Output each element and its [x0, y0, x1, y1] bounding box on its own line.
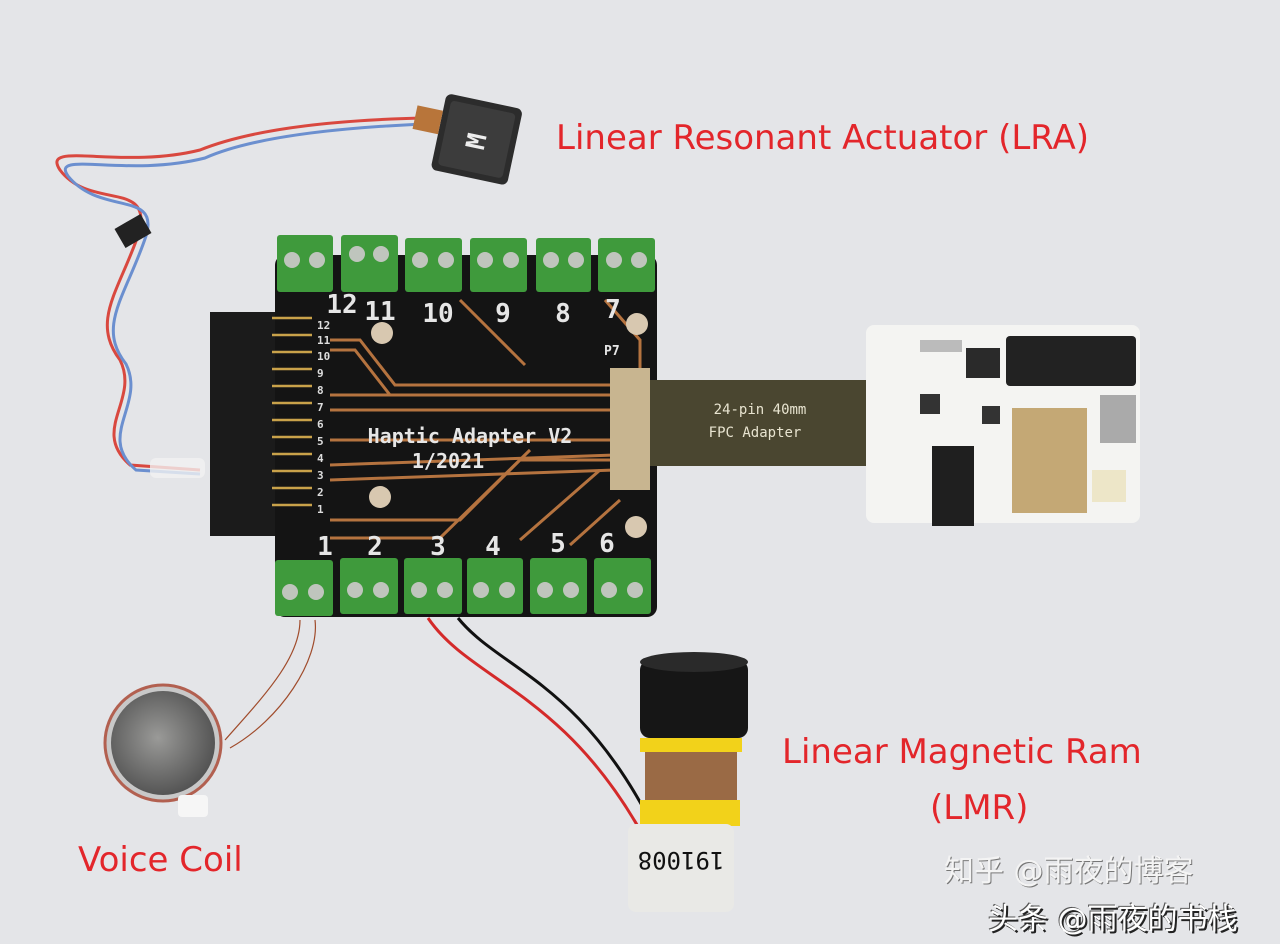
- lra-marking: M: [461, 131, 494, 153]
- pcb-board: [275, 255, 657, 617]
- terminal-number: 5: [550, 529, 566, 559]
- header-pin-label: 4: [317, 452, 324, 465]
- controller-board: [866, 325, 1140, 526]
- fpc-connector-left: [610, 368, 650, 490]
- label-voice-coil: Voice Coil: [78, 840, 243, 880]
- header-pin-label: 5: [317, 435, 324, 448]
- pcb-date: 1/2021: [412, 449, 484, 473]
- terminal-screws-bottom: [282, 582, 643, 600]
- terminal-screws-top: [284, 246, 647, 268]
- header-pin-label: 7: [317, 401, 324, 414]
- terminal-number: 8: [555, 299, 571, 329]
- pcb-title: Haptic Adapter V2: [368, 424, 573, 448]
- pin-header-connector: [210, 312, 278, 536]
- terminal-number: 10: [422, 299, 453, 329]
- label-lmr-line2: (LMR): [930, 788, 1029, 828]
- terminal-blocks-bottom: [275, 558, 651, 616]
- lmr-wires-red: [426, 617, 642, 831]
- terminal-number: 3: [430, 532, 446, 562]
- lmr-actuator: 191008: [628, 652, 748, 912]
- header-pin-label: 9: [317, 367, 324, 380]
- terminal-number: 2: [367, 532, 383, 562]
- fpc-label-line2: FPC Adapter: [709, 425, 802, 441]
- voice-coil-mesh: [111, 691, 215, 795]
- header-pin-label: 11: [317, 334, 331, 347]
- header-pin-label: 2: [317, 486, 324, 499]
- header-pin-label: 12: [317, 319, 330, 332]
- terminal-number: 4: [485, 532, 501, 562]
- header-pins: [272, 316, 312, 507]
- lra-wires: [55, 116, 426, 476]
- wire-sleeve: [150, 458, 205, 478]
- label-lmr-line1: Linear Magnetic Ram: [782, 732, 1142, 772]
- lra-actuator: M: [412, 94, 522, 185]
- terminal-number: 9: [495, 299, 511, 329]
- terminal-number: 6: [599, 529, 615, 559]
- terminal-number: 11: [364, 297, 395, 327]
- voice-coil-tab: [178, 795, 208, 817]
- header-pin-label: 1: [317, 503, 324, 516]
- pcb-traces: [329, 298, 642, 547]
- fpc-cable: [640, 380, 875, 466]
- terminal-number: 1: [317, 532, 333, 562]
- wire-connector: [114, 213, 152, 249]
- header-pin-label: 6: [317, 418, 324, 431]
- header-pin-label: 10: [317, 350, 330, 363]
- watermark-ghost: 知乎 @雨夜的博客: [944, 854, 1194, 889]
- label-lra: Linear Resonant Actuator (LRA): [556, 118, 1090, 158]
- header-pin-label: 8: [317, 384, 324, 397]
- watermark-main: 头条 @雨夜的书栈: [988, 902, 1238, 937]
- fpc-label-line1: 24-pin 40mm: [714, 402, 807, 418]
- lmr-marking: 191008: [638, 846, 725, 874]
- mounting-holes: [369, 313, 648, 538]
- lmr-wires-black: [456, 617, 657, 831]
- header-pin-label: 3: [317, 469, 324, 482]
- pcb-connector-ref: P7: [604, 344, 620, 359]
- terminal-number: 7: [605, 295, 621, 325]
- voice-coil-wires: [224, 619, 316, 749]
- terminal-number: 12: [326, 290, 357, 320]
